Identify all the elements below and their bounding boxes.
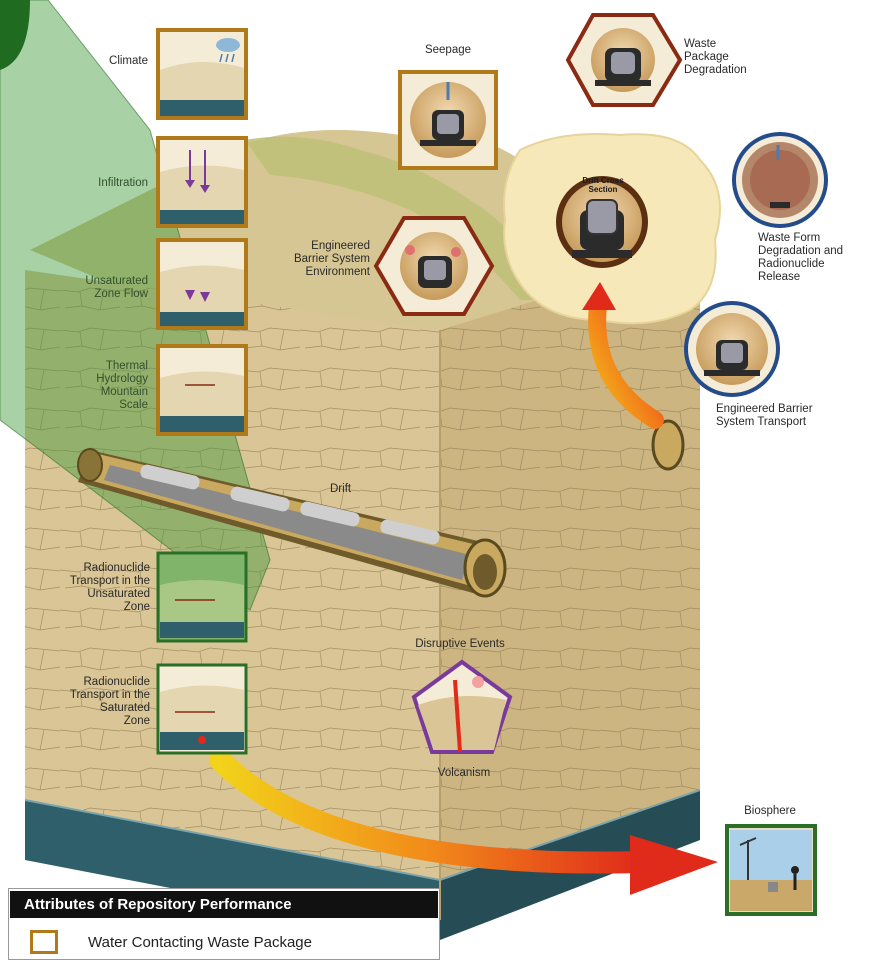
seepage-label: Seepage	[424, 44, 472, 56]
drift-label: Drift	[330, 483, 352, 495]
climate-label: Climate	[109, 55, 148, 67]
legend-item-label: Water Contacting Waste Package	[88, 934, 312, 951]
thermal-hydrology-box	[156, 344, 248, 436]
unsaturated-zone-flow-box	[156, 238, 248, 330]
rt-unsaturated-label: Radionuclide Transport in the Unsaturate…	[69, 562, 150, 613]
legend-swatch	[30, 930, 58, 954]
curved-arrow-cross-section	[582, 282, 664, 429]
ebs-transport-label: Engineered Barrier System Transport	[716, 403, 813, 428]
waste-package-label: Waste Package Degradation	[684, 38, 747, 76]
thermal-hydrology-label: Thermal Hydrology Mountain Scale	[96, 360, 148, 411]
unsaturated-zone-flow-label: Unsaturated Zone Flow	[85, 275, 148, 300]
rt-saturated-label: Radionuclide Transport in the Saturated …	[69, 676, 150, 727]
waste-form-circle	[732, 132, 828, 228]
infiltration-box	[156, 136, 248, 228]
zoom-wedge	[0, 0, 271, 611]
drift-tunnel	[77, 448, 507, 598]
curved-arrow-biosphere	[209, 749, 718, 895]
rt-saturated-box	[156, 663, 248, 755]
waste-package-hexagon	[565, 13, 683, 107]
climate-box	[156, 28, 248, 120]
waste-form-label: Waste Form Degradation and Radionuclide …	[758, 232, 844, 283]
biosphere-box	[725, 824, 817, 916]
infiltration-label: Infiltration	[98, 177, 148, 189]
disruptive-events-label: Disruptive Events	[415, 638, 505, 650]
volcanism-pentagon	[411, 659, 513, 754]
biosphere-label: Biosphere	[744, 805, 796, 817]
ebs-environment-hexagon	[373, 216, 495, 316]
rt-unsaturated-box	[156, 551, 248, 643]
rock-block	[24, 130, 701, 940]
volcanism-label: Volcanism	[437, 767, 491, 779]
ebs-environment-label: Engineered Barrier System Environment	[293, 240, 370, 278]
drift-cross-section-label: Drift Cross Section	[582, 176, 624, 194]
seepage-box	[398, 70, 498, 170]
drift-opening-right	[651, 419, 685, 471]
drift-cross-section-cloud	[503, 133, 721, 325]
legend-title: Attributes of Repository Performance	[10, 891, 438, 918]
ebs-transport-circle	[684, 301, 780, 397]
